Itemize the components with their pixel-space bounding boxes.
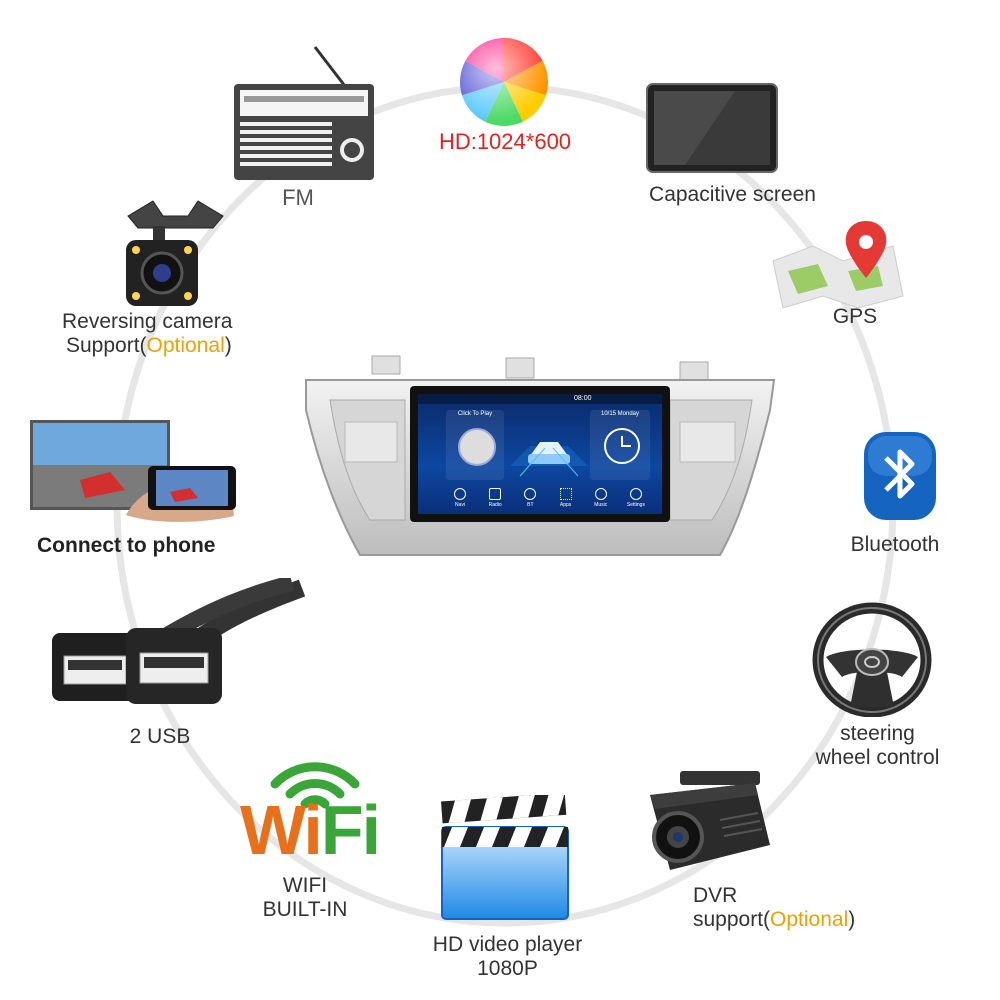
steering-line1: steering <box>840 722 915 745</box>
dock-music[interactable]: Music <box>589 488 613 512</box>
dock-bt[interactable]: BT <box>518 488 542 512</box>
hd-video-line2: 1080P <box>477 957 538 980</box>
bluetooth-icon <box>862 430 938 522</box>
optional-tag: Optional <box>770 908 849 931</box>
dvr-dashcam-icon <box>630 765 780 875</box>
gps-label: GPS <box>832 305 878 328</box>
optional-tag: Optional <box>146 334 225 357</box>
clock-card[interactable]: 10/15 Monday <box>590 410 650 480</box>
status-bar: 08:00 <box>418 394 662 404</box>
head-unit-screen[interactable]: 08:00 Click To Play 10/15 Monday Navi Ra… <box>418 394 662 514</box>
steering-wheel-label: steering wheel control <box>795 722 960 770</box>
wifi-line1: WIFI <box>282 874 328 897</box>
wifi-line2: BUILT-IN <box>262 898 348 921</box>
hd-resolution-label: HD:1024*600 <box>438 129 572 154</box>
video-clapperboard-icon <box>438 795 573 925</box>
gps-map-icon <box>768 216 908 311</box>
phone-mirroring-icon <box>30 420 245 530</box>
hd-video-line1: HD video player <box>432 933 583 956</box>
dock-navi[interactable]: Navi <box>448 488 472 512</box>
car-head-unit: 08:00 Click To Play 10/15 Monday Navi Ra… <box>300 350 780 570</box>
analog-clock-icon <box>604 428 640 464</box>
capacitive-screen-icon <box>645 82 780 177</box>
wifi-signal-icon <box>270 754 360 809</box>
music-card-title: Click To Play <box>457 411 493 417</box>
reversing-camera-line2: Support(Optional) <box>66 334 232 357</box>
album-art <box>458 428 496 466</box>
dual-usb-icon <box>52 578 307 718</box>
status-time: 08:00 <box>574 395 592 402</box>
fm-label: FM <box>282 185 314 210</box>
dock-settings[interactable]: Settings <box>624 488 648 512</box>
fm-radio-icon <box>230 42 380 182</box>
steering-line2: wheel control <box>815 746 940 769</box>
reversing-camera-icon <box>118 196 228 311</box>
connect-to-phone-label: Connect to phone <box>37 534 216 557</box>
dock-radio[interactable]: Radio <box>483 488 507 512</box>
wifi-logo: WiFi <box>239 791 381 869</box>
dvr-label: DVR support(Optional) <box>693 884 855 932</box>
hd-video-label: HD video player 1080P <box>405 933 610 981</box>
steering-wheel-icon <box>812 602 932 717</box>
capacitive-screen-label: Capacitive screen <box>649 183 816 206</box>
wifi-label: WIFI BUILT-IN <box>230 874 380 922</box>
usb-label: 2 USB <box>129 725 191 748</box>
dvr-line1: DVR <box>693 884 738 907</box>
app-dock: Navi Radio BT Apps Music Settings <box>448 488 648 512</box>
dvr-line2: support(Optional) <box>693 908 856 931</box>
bluetooth-label: Bluetooth <box>850 533 940 556</box>
music-card[interactable]: Click To Play <box>446 410 504 480</box>
hd-color-ball-icon <box>458 36 550 128</box>
dock-apps[interactable]: Apps <box>554 488 578 512</box>
reversing-camera-label: Reversing camera Support(Optional) <box>62 310 232 358</box>
car-dashboard-graphic <box>510 416 588 482</box>
clock-card-date: 10/15 Monday <box>600 411 640 417</box>
reversing-camera-line1: Reversing camera <box>62 310 233 333</box>
